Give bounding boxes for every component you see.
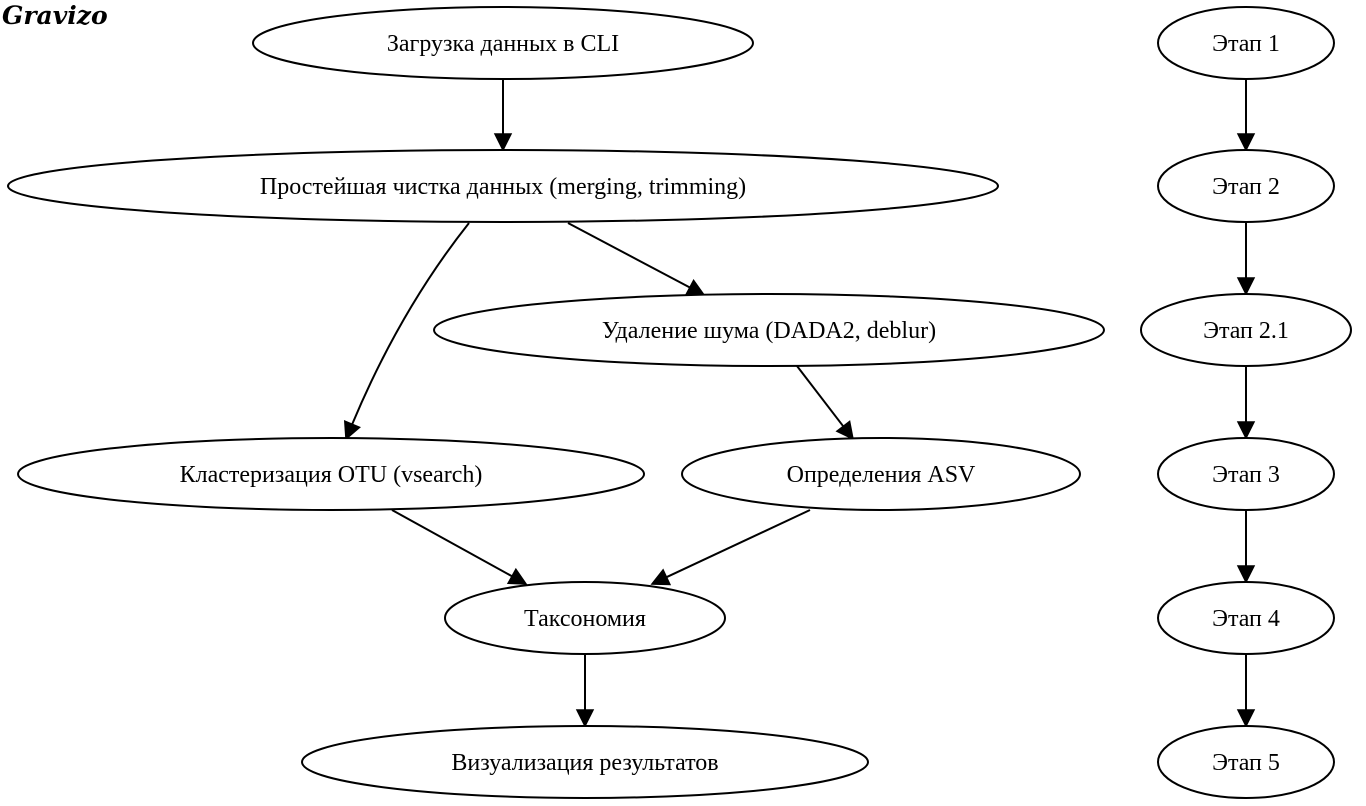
node-clean-label: Простейшая чистка данных (merging, trimm… <box>260 174 746 200</box>
node-stage4: Этап 4 <box>1157 581 1335 655</box>
node-stage21: Этап 2.1 <box>1140 293 1352 367</box>
node-taxonomy: Таксономия <box>444 581 726 655</box>
node-clean: Простейшая чистка данных (merging, trimm… <box>7 149 999 223</box>
node-viz: Визуализация результатов <box>301 725 869 799</box>
edge-denoise-to-asv <box>796 365 845 427</box>
node-load: Загрузка данных в CLI <box>252 6 754 80</box>
arrowhead-otu-to-taxonomy <box>506 567 528 585</box>
node-stage5-label: Этап 5 <box>1212 750 1280 776</box>
arrowhead-clean-to-otu <box>343 419 361 441</box>
node-viz-shape <box>301 725 869 799</box>
node-load-label: Загрузка данных в CLI <box>387 31 619 57</box>
arrowhead-stage2-to-stage21 <box>1236 277 1256 296</box>
node-asv: Определения ASV <box>681 437 1081 511</box>
arrowhead-asv-to-taxonomy <box>650 568 672 586</box>
node-denoise-shape <box>433 293 1105 367</box>
arrowhead-stage21-to-stage3 <box>1236 421 1256 440</box>
node-stage5: Этап 5 <box>1157 725 1335 799</box>
node-stage5-shape <box>1157 725 1335 799</box>
node-stage3: Этап 3 <box>1157 437 1335 511</box>
node-stage1-label: Этап 1 <box>1212 31 1280 57</box>
node-stage4-label: Этап 4 <box>1212 606 1280 632</box>
arrowhead-denoise-to-asv <box>835 420 855 441</box>
arrowhead-load-to-clean <box>493 133 513 152</box>
node-load-shape <box>252 6 754 80</box>
node-denoise-label: Удаление шума (DADA2, deblur) <box>602 318 936 344</box>
node-otu-label: Кластеризация OTU (vsearch) <box>180 462 483 488</box>
edge-clean-to-otu <box>351 222 470 425</box>
node-viz-label: Визуализация результатов <box>451 750 718 776</box>
node-stage3-shape <box>1157 437 1335 511</box>
node-stage2-shape <box>1157 149 1335 223</box>
edge-asv-to-taxonomy <box>666 509 811 579</box>
node-taxonomy-label: Таксономия <box>524 606 646 632</box>
node-otu-shape <box>17 437 645 511</box>
node-otu: Кластеризация OTU (vsearch) <box>17 437 645 511</box>
node-denoise: Удаление шума (DADA2, deblur) <box>433 293 1105 367</box>
node-taxonomy-shape <box>444 581 726 655</box>
arrowhead-taxonomy-to-viz <box>575 709 595 728</box>
node-stage3-label: Этап 3 <box>1212 462 1280 488</box>
node-asv-label: Определения ASV <box>787 462 976 488</box>
node-stage1: Этап 1 <box>1157 6 1335 80</box>
edge-clean-to-denoise <box>567 222 691 289</box>
node-asv-shape <box>681 437 1081 511</box>
node-stage4-shape <box>1157 581 1335 655</box>
arrowhead-stage4-to-stage5 <box>1236 709 1256 728</box>
node-stage2: Этап 2 <box>1157 149 1335 223</box>
node-clean-shape <box>7 149 999 223</box>
node-stage1-shape <box>1157 6 1335 80</box>
arrowhead-stage3-to-stage4 <box>1236 565 1256 584</box>
node-stage21-label: Этап 2.1 <box>1203 318 1289 344</box>
edge-otu-to-taxonomy <box>391 509 513 578</box>
arrowhead-stage1-to-stage2 <box>1236 133 1256 152</box>
node-stage2-label: Этап 2 <box>1212 174 1280 200</box>
gravizo-logo: Gravizo <box>2 1 108 30</box>
node-stage21-shape <box>1140 293 1352 367</box>
